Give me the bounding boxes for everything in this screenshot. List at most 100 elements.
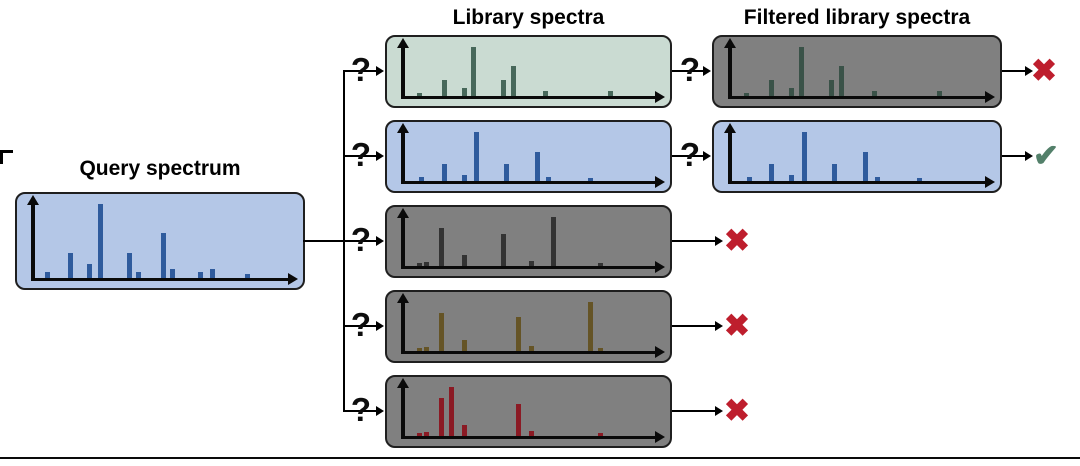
branch-line-row4	[343, 325, 377, 327]
spectrum-bars	[734, 47, 985, 96]
spectrum-bar	[441, 80, 447, 96]
spectrum-bar	[449, 387, 455, 436]
spectrum-bar	[516, 403, 522, 436]
filter-arrowhead-icon-row2	[703, 151, 711, 161]
x-axis-arrow-icon	[401, 176, 665, 188]
spectrum-bars	[407, 132, 655, 181]
spectrum-bar	[424, 431, 430, 436]
filter-line-row2	[672, 155, 704, 157]
y-axis-arrow-icon	[397, 38, 408, 99]
spectrum-bar	[197, 272, 203, 278]
spectrum-bar	[439, 312, 445, 351]
spectrum-bar	[769, 80, 775, 96]
spectrum-bar	[416, 347, 422, 351]
crop-fragment-mark	[0, 150, 13, 153]
x-axis-arrow-icon	[401, 91, 665, 103]
y-axis-arrow-icon	[397, 123, 408, 184]
spectrum-bar	[917, 177, 923, 181]
spectrum-bar	[471, 47, 477, 96]
spectrum-bar	[829, 79, 835, 96]
spectrum-bar	[528, 430, 534, 436]
spectrum-bar	[744, 92, 750, 96]
match-question-mark-row3: ?	[350, 221, 372, 259]
branch-line-row3	[343, 240, 377, 242]
branch-line-row1	[343, 70, 377, 72]
spectrum-bar	[210, 268, 216, 278]
spectrum-bar	[597, 432, 603, 436]
query-spectrum-title: Query spectrum	[79, 157, 241, 180]
spectrum-bar	[511, 66, 517, 96]
spectrum-bar	[874, 176, 880, 181]
result-line-row5	[672, 410, 716, 412]
spectrum-bar	[461, 424, 467, 436]
spectrum-bar	[503, 164, 509, 181]
spectrum-bar	[461, 254, 467, 266]
spectrum-bar	[545, 176, 551, 181]
spectrum-bars	[37, 204, 288, 278]
library-spectrum-panel-5	[385, 375, 672, 448]
spectrum-bar	[839, 66, 845, 96]
spectrum-bar	[87, 264, 93, 278]
filtered-spectrum-panel-2	[712, 120, 1002, 193]
spectrum-bar	[424, 346, 430, 351]
library-spectrum-panel-3	[385, 205, 672, 278]
spectrum-bar	[170, 269, 176, 278]
reject-x-icon-row5: ✖	[724, 392, 750, 428]
query-output-line	[303, 240, 343, 242]
spectrum-bar	[419, 177, 425, 181]
y-axis-arrow-icon	[397, 208, 408, 269]
spectrum-bar	[937, 90, 943, 96]
spectrum-bars	[734, 132, 985, 181]
filter-line-row1	[672, 70, 704, 72]
result-line-row1	[1002, 70, 1026, 72]
spectrum-bar	[528, 260, 534, 266]
spectrum-bar	[68, 252, 74, 278]
y-axis-arrow-icon	[397, 293, 408, 354]
spectrum-bar	[789, 174, 795, 181]
x-axis-arrow-icon	[728, 91, 995, 103]
spectrum-bar	[588, 302, 594, 351]
match-question-mark-row1: ?	[350, 51, 372, 89]
query-spectrum-panel	[15, 192, 305, 290]
spectrum-bar	[534, 152, 540, 181]
branch-line-row2	[343, 155, 377, 157]
match-question-mark-row5: ?	[350, 391, 372, 429]
spectrum-bar	[439, 397, 445, 436]
spectrum-bar	[528, 345, 534, 351]
spectrum-bar	[161, 233, 167, 278]
result-arrowhead-icon-row5	[715, 406, 723, 416]
spectrum-bar	[44, 272, 50, 278]
spectrum-bar	[501, 233, 507, 266]
x-axis-arrow-icon	[401, 346, 665, 358]
spectrum-bar	[597, 347, 603, 351]
spectrum-bar	[424, 261, 430, 266]
branch-arrowhead-icon-row2	[376, 151, 384, 161]
spectrum-bar	[127, 252, 133, 278]
spectrum-bar	[416, 262, 422, 266]
y-axis-arrow-icon	[724, 38, 735, 99]
spectrum-bar	[550, 217, 556, 266]
filtered-library-spectra-title: Filtered library spectra	[743, 6, 971, 29]
y-axis-arrow-icon	[724, 123, 735, 184]
reject-x-icon-row4: ✖	[724, 307, 750, 343]
spectrum-bar	[746, 177, 752, 181]
branch-line-row5	[343, 410, 377, 412]
filter-arrowhead-icon-row1	[703, 66, 711, 76]
result-arrowhead-icon-row4	[715, 321, 723, 331]
spectrum-bar	[461, 88, 467, 96]
library-spectrum-panel-1	[385, 35, 672, 108]
library-spectrum-panel-2	[385, 120, 672, 193]
branch-arrowhead-icon-row4	[376, 321, 384, 331]
spectrum-bar	[607, 90, 613, 96]
branch-arrowhead-icon-row1	[376, 66, 384, 76]
x-axis-arrow-icon	[401, 431, 665, 443]
spectrum-bar	[461, 339, 467, 351]
reject-x-icon-row1: ✖	[1031, 52, 1057, 88]
x-axis-arrow-icon	[401, 261, 665, 273]
spectrum-bar	[245, 273, 251, 278]
result-arrowhead-icon-row3	[715, 236, 723, 246]
spectrum-bar	[416, 92, 422, 96]
filter-question-mark-row1: ?	[679, 51, 701, 89]
spectrum-bar	[543, 90, 549, 96]
spectrum-bar	[588, 177, 594, 181]
